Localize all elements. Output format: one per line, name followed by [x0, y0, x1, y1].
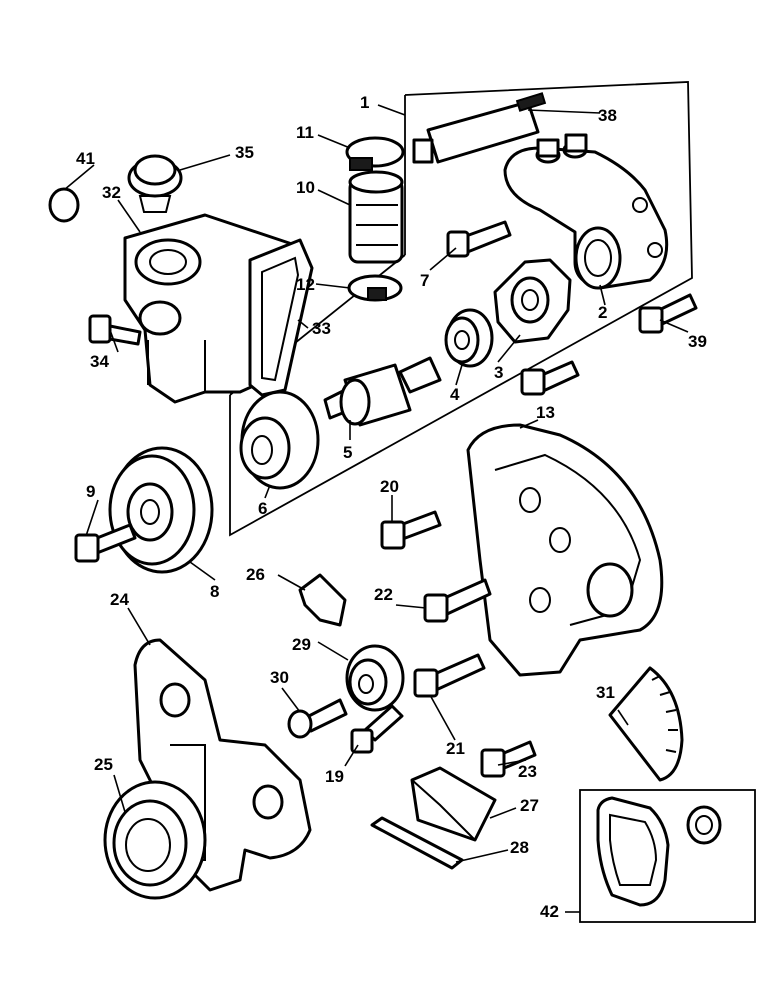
- bolt-7: [446, 220, 512, 258]
- gasket-set-frame: [579, 789, 756, 923]
- bolt-unlabelled: [520, 360, 580, 396]
- pulley-hub: [239, 390, 320, 490]
- timing-cover: [466, 423, 664, 677]
- callout-25: 25: [94, 755, 113, 774]
- callout-30: 30: [270, 668, 289, 687]
- callout-20: 20: [380, 477, 399, 496]
- callout-31: 31: [596, 683, 615, 702]
- callout-23: 23: [518, 762, 537, 781]
- crank-pulley: [103, 780, 207, 900]
- callout-41: 41: [76, 149, 95, 168]
- impeller: [493, 258, 572, 344]
- callout-27: 27: [520, 796, 539, 815]
- callout-9: 9: [86, 482, 95, 501]
- idler-pulley: [345, 644, 405, 712]
- callout-4: 4: [450, 385, 460, 404]
- callout-5: 5: [343, 443, 352, 462]
- plug: [48, 187, 80, 223]
- callout-22: 22: [374, 585, 393, 604]
- gasket-set: [596, 796, 722, 907]
- stud: [350, 704, 404, 754]
- callout-13: 13: [536, 403, 555, 422]
- callout-33: 33: [312, 319, 331, 338]
- callout-labels: 1 2 3 4 5 6 7 8 9 10 11 12 13 19 20 21 2…: [76, 93, 707, 921]
- callout-28: 28: [510, 838, 529, 857]
- water-pump-housing: [503, 133, 669, 290]
- callout-8: 8: [210, 582, 219, 601]
- leader-lines: [63, 104, 689, 913]
- bolt-30: [287, 698, 348, 739]
- callout-11: 11: [296, 123, 314, 142]
- bolt-20: [380, 510, 442, 550]
- callout-12: 12: [296, 275, 315, 294]
- bolt-21: [413, 653, 486, 698]
- bolt-39: [638, 293, 698, 334]
- callout-2: 2: [598, 303, 607, 322]
- callout-10: 10: [296, 178, 315, 197]
- pulley: [108, 446, 214, 574]
- hose-clip-upper: [345, 136, 405, 171]
- sealant-tube: [412, 92, 547, 164]
- timing-belt: [608, 666, 684, 782]
- bolt-22: [423, 578, 492, 623]
- callout-21: 21: [446, 739, 465, 758]
- key-block: [410, 766, 497, 842]
- bracket: [298, 573, 347, 627]
- callout-32: 32: [102, 183, 121, 202]
- bolt-34: [88, 314, 142, 346]
- callout-7: 7: [420, 271, 429, 290]
- gasket: [248, 238, 314, 397]
- callout-1: 1: [360, 93, 369, 112]
- callout-24: 24: [110, 590, 129, 609]
- callout-3: 3: [494, 363, 503, 382]
- callout-35: 35: [235, 143, 254, 162]
- hose: [348, 170, 404, 264]
- callout-29: 29: [292, 635, 311, 654]
- callout-19: 19: [325, 767, 344, 786]
- callout-6: 6: [258, 499, 267, 518]
- callout-26: 26: [246, 565, 265, 584]
- thermostat: [127, 154, 183, 213]
- shaft-bearing: [323, 356, 442, 427]
- hose-clip-lower: [347, 274, 403, 302]
- callout-42: 42: [540, 902, 559, 921]
- callout-38: 38: [598, 106, 617, 125]
- seal: [444, 308, 494, 368]
- callout-39: 39: [688, 332, 707, 351]
- callout-34: 34: [90, 352, 109, 371]
